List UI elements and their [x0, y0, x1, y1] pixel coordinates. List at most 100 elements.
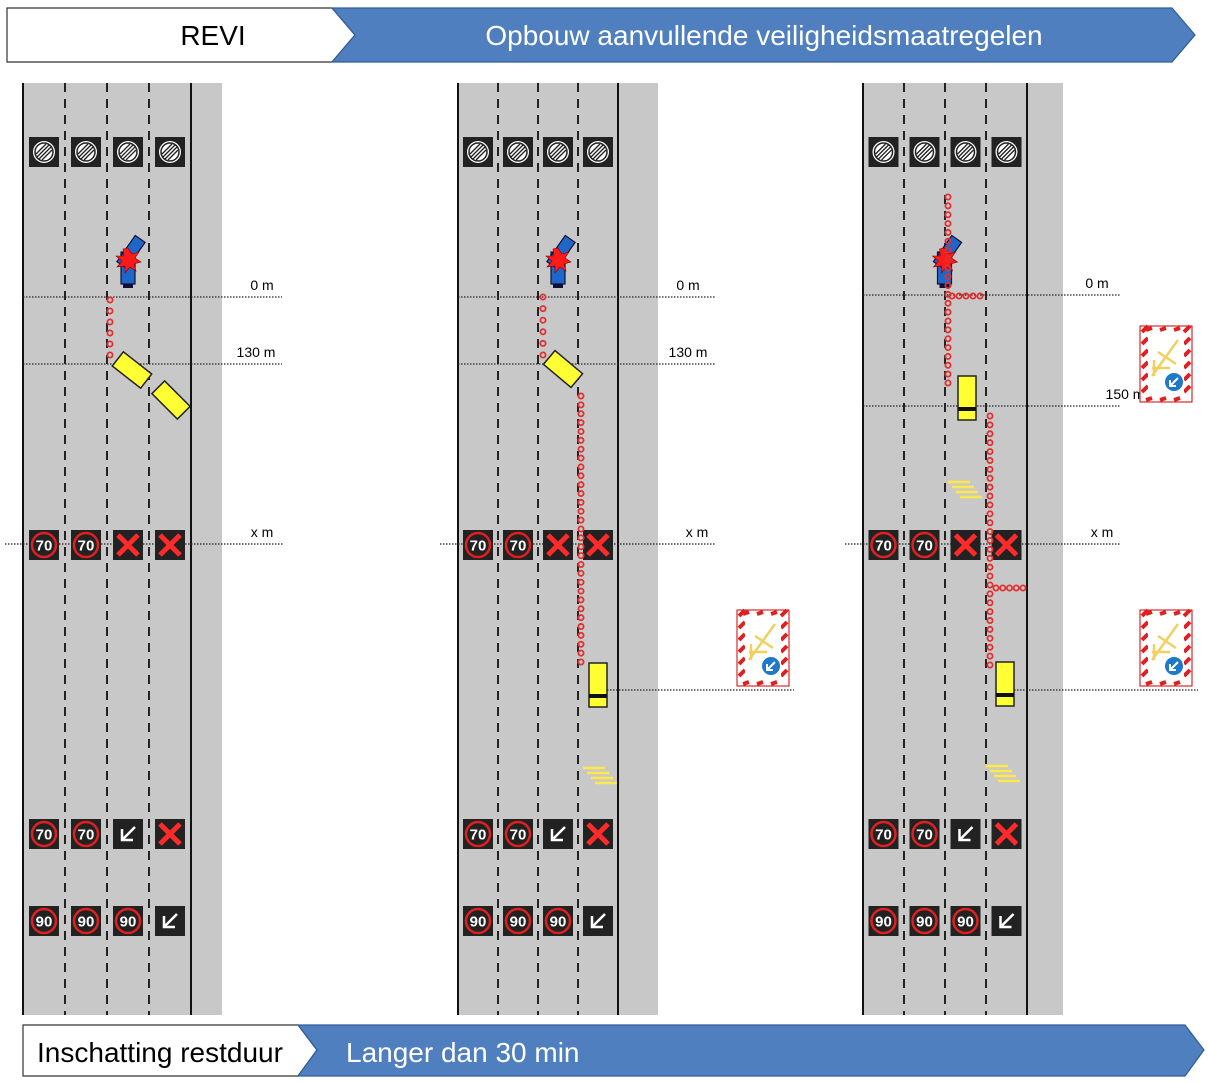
matrix-sign [581, 904, 615, 938]
traffic-cone [944, 193, 952, 201]
traffic-cone [944, 255, 952, 263]
traffic-cone [944, 211, 952, 219]
traffic-cone [577, 498, 585, 506]
matrix-sign: 70 [501, 528, 535, 562]
traffic-cone [944, 282, 952, 290]
traffic-cone [944, 344, 952, 352]
traffic-cone [577, 481, 585, 489]
matrix-sign [908, 136, 941, 168]
matrix-sign [543, 530, 573, 560]
speed-value: 90 [470, 914, 487, 931]
speed-value: 90 [36, 914, 53, 931]
traffic-cone [986, 572, 994, 580]
traffic-cone [986, 439, 994, 447]
distance-marker-label: 0 m [250, 277, 273, 293]
traffic-cone [944, 246, 952, 254]
traffic-cone [577, 525, 585, 533]
traffic-cone [986, 483, 994, 491]
traffic-cone [944, 220, 952, 228]
matrix-sign: 90 [27, 904, 61, 938]
matrix-sign [542, 136, 574, 168]
traffic-cone [577, 516, 585, 524]
matrix-sign [112, 136, 144, 168]
matrix-sign: 90 [949, 904, 982, 938]
matrix-sign [992, 530, 1022, 560]
cone-row [539, 293, 547, 359]
matrix-sign [949, 817, 982, 851]
traffic-cone [955, 292, 963, 300]
traffic-cone [986, 625, 994, 633]
traffic-cone [577, 640, 585, 648]
traffic-cone [986, 528, 994, 536]
distance-marker-label: x m [251, 524, 274, 540]
traffic-cone [986, 519, 994, 527]
traffic-cone [986, 537, 994, 545]
matrix-sign: 70 [27, 528, 61, 562]
gantry-2: 70 70 [461, 528, 613, 562]
matrix-sign: 90 [541, 904, 575, 938]
traffic-cone [986, 465, 994, 473]
traffic-cone [944, 361, 952, 369]
speed-value: 90 [957, 914, 974, 931]
speed-value: 70 [916, 827, 933, 844]
traffic-cone [986, 545, 994, 553]
matrix-sign [113, 530, 143, 560]
matrix-sign [154, 136, 186, 168]
traffic-cone [986, 563, 994, 571]
speed-value: 70 [36, 538, 53, 555]
traffic-cone [976, 292, 984, 300]
distance-marker-label: 130 m [237, 344, 276, 360]
matrix-sign [155, 819, 185, 849]
traffic-cone [944, 228, 952, 236]
traffic-cone [1006, 584, 1014, 592]
traffic-cone [577, 507, 585, 515]
traffic-cone [969, 292, 977, 300]
speed-value: 90 [120, 914, 137, 931]
matrix-sign: 70 [867, 817, 900, 851]
road-works-sign [735, 608, 791, 688]
chevron-marking [986, 764, 1020, 783]
traffic-cone [944, 352, 952, 360]
traffic-cone [539, 305, 547, 313]
speed-value: 70 [470, 538, 487, 555]
matrix-sign: 90 [111, 904, 145, 938]
traffic-cone [577, 534, 585, 542]
matrix-sign [583, 530, 613, 560]
traffic-cone [948, 292, 956, 300]
speed-value: 90 [875, 914, 892, 931]
traffic-cone [944, 264, 952, 272]
chevron-marking [583, 766, 617, 785]
traffic-cone [986, 501, 994, 509]
speed-value: 70 [875, 827, 892, 844]
matrix-sign: 90 [461, 904, 495, 938]
matrix-sign: 70 [461, 817, 495, 851]
matrix-sign [990, 136, 1023, 168]
speed-value: 70 [78, 538, 95, 555]
footer-right-box [296, 1024, 1205, 1077]
traffic-cone [986, 510, 994, 518]
traffic-cone [944, 308, 952, 316]
speed-value: 90 [916, 914, 933, 931]
traffic-cone [577, 490, 585, 498]
cone-row [992, 584, 1027, 592]
cone-row [106, 296, 114, 359]
traffic-cone [986, 599, 994, 607]
traffic-cone [944, 326, 952, 334]
header-right-box [330, 7, 1196, 63]
traffic-cone [577, 623, 585, 631]
matrix-sign [949, 136, 982, 168]
distance-marker-label: x m [1091, 524, 1114, 540]
matrix-sign: 70 [27, 817, 61, 851]
header-left-label: REVI [180, 20, 245, 51]
traffic-cone [986, 590, 994, 598]
distance-marker-label: x m [686, 524, 709, 540]
distance-marker-label: 130 m [669, 344, 708, 360]
traffic-cone [577, 631, 585, 639]
matrix-sign [153, 904, 187, 938]
